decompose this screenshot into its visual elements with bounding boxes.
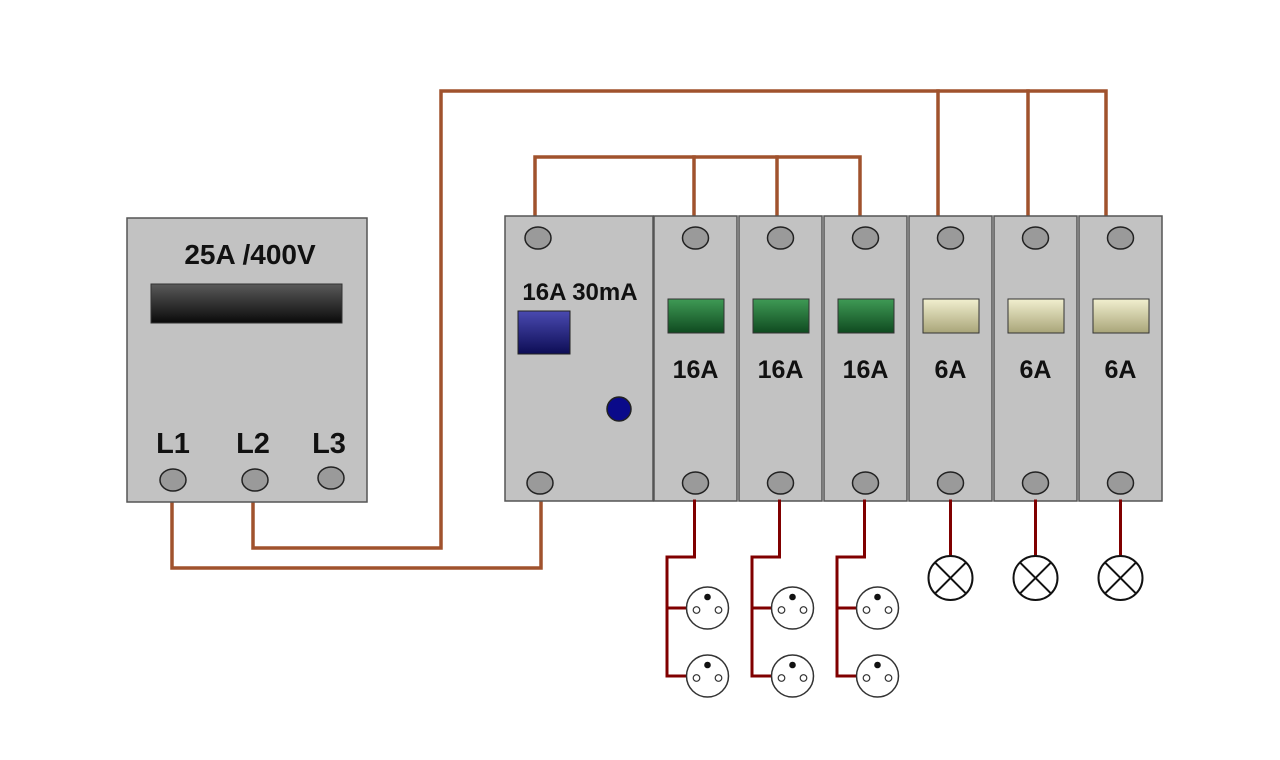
lighting-circuit-5 <box>1012 499 1059 601</box>
breaker-2: 16A <box>738 215 823 502</box>
wire-rcd-to-socket-bus <box>533 155 862 217</box>
socket-circuit-1 <box>665 499 730 698</box>
breaker-top-screw <box>936 226 965 250</box>
breaker-top-screw <box>1021 226 1050 250</box>
wire-l1-to-rcd <box>170 498 543 570</box>
breaker-top-screw <box>766 226 795 250</box>
lighting-circuit-6 <box>1097 499 1144 601</box>
breaker-rating-label: 6A <box>1105 356 1137 384</box>
breaker-toggle <box>837 298 895 334</box>
breaker-top-screw <box>851 226 880 250</box>
loads <box>665 499 1144 698</box>
rcd-switch <box>517 310 571 355</box>
breaker-bottom-screw <box>1106 471 1135 495</box>
power-socket-icon <box>770 586 815 630</box>
breaker-toggle <box>1007 298 1065 334</box>
wire-l2-to-lighting-bus <box>251 89 1108 550</box>
lamp-icon <box>1012 555 1059 601</box>
terminal-label-l2: L2 <box>236 428 270 460</box>
lamp-icon <box>1097 555 1144 601</box>
terminal-label-l1: L1 <box>156 428 190 460</box>
terminal-screw-l3 <box>317 466 345 490</box>
breaker-5: 6A <box>993 215 1078 502</box>
power-socket-icon <box>685 654 730 698</box>
breaker-toggle <box>667 298 725 334</box>
breaker-toggle <box>752 298 810 334</box>
breaker-bottom-screw <box>851 471 880 495</box>
main-rating-label: 25A /400V <box>184 239 316 270</box>
breaker-bottom-screw <box>936 471 965 495</box>
lamp-icon <box>927 555 974 601</box>
power-socket-icon <box>770 654 815 698</box>
main-display <box>150 283 343 324</box>
breaker-rating-label: 16A <box>673 356 719 384</box>
rcd-unit: 16A 30mA <box>504 215 654 502</box>
socket-circuit-2 <box>750 499 815 698</box>
socket-circuit-3 <box>835 499 900 698</box>
breaker-1: 16A <box>653 215 738 502</box>
power-socket-icon <box>855 654 900 698</box>
supply-wires <box>170 89 1108 570</box>
breaker-bottom-screw <box>681 471 710 495</box>
breaker-rail: 16A 16A 16A 6A 6A 6A <box>653 215 1163 502</box>
breaker-top-screw <box>1106 226 1135 250</box>
load-wire <box>750 499 781 678</box>
terminal-screw-l2 <box>241 468 269 492</box>
breaker-rating-label: 6A <box>935 356 967 384</box>
breaker-6: 6A <box>1078 215 1163 502</box>
main-supply-unit: 25A /400V L1 L2 L3 <box>126 217 368 503</box>
rcd-top-screw <box>524 226 552 250</box>
power-socket-icon <box>855 586 900 630</box>
terminal-label-l3: L3 <box>312 428 346 460</box>
breaker-bottom-screw <box>766 471 795 495</box>
breaker-rating-label: 16A <box>843 356 889 384</box>
breaker-top-screw <box>681 226 710 250</box>
breaker-rating-label: 6A <box>1020 356 1052 384</box>
breaker-rating-label: 16A <box>758 356 804 384</box>
rcd-bottom-screw <box>526 471 554 495</box>
breaker-4: 6A <box>908 215 993 502</box>
breaker-toggle <box>1092 298 1150 334</box>
lighting-circuit-4 <box>927 499 974 601</box>
load-wire <box>665 499 696 678</box>
breaker-3: 16A <box>823 215 908 502</box>
load-wire <box>835 499 866 678</box>
breaker-toggle <box>922 298 980 334</box>
rcd-test-button <box>606 396 632 422</box>
terminal-screw-l1 <box>159 468 187 492</box>
power-socket-icon <box>685 586 730 630</box>
rcd-label: 16A 30mA <box>522 279 637 306</box>
breaker-bottom-screw <box>1021 471 1050 495</box>
